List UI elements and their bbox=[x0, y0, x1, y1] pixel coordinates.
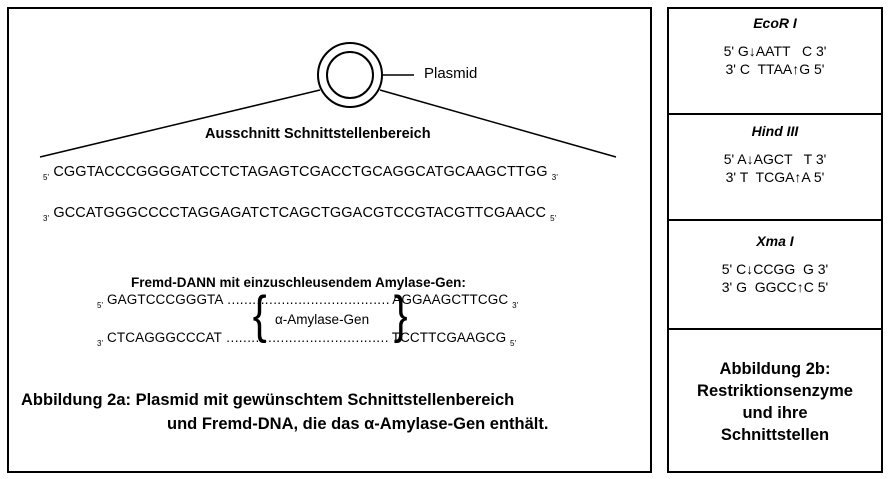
figure-2a-panel: Plasmid Ausschnitt Schnittstellenbereich… bbox=[7, 7, 652, 473]
plasmid-strand-bottom: 3' GCCATGGGCCCCTAGGAGATCTCAGCTGGACGTCCGT… bbox=[43, 205, 557, 223]
enzyme-name: Xma I bbox=[756, 233, 794, 249]
plasmid-label: Plasmid bbox=[424, 65, 478, 82]
gene-dots: ………………………………… bbox=[226, 292, 390, 307]
gene-label: α-Amylase-Gen bbox=[275, 312, 370, 327]
strand-end-label: 3' bbox=[551, 173, 558, 182]
caption-2a-line1: Abbildung 2a: Plasmid mit gewünschtem Sc… bbox=[21, 391, 515, 409]
cut-site-top: 5' G↓AATT C 3' bbox=[723, 43, 827, 59]
enzyme-name: EcoR I bbox=[753, 15, 797, 31]
caption-2b: Abbildung 2b: Restriktionsenzyme und ihr… bbox=[669, 358, 881, 446]
zoom-line-right bbox=[379, 89, 617, 158]
strand-end-label: 5' bbox=[550, 214, 557, 223]
plasmid-diagram bbox=[39, 42, 617, 158]
right-brace: } bbox=[393, 286, 408, 344]
strand-end-label: 3' bbox=[43, 214, 50, 223]
foreign-strand-bottom: 3' CTCAGGGCCCAT ………………………………… TCCTTCGAAG… bbox=[97, 330, 517, 348]
section-title: Ausschnitt Schnittstellenbereich bbox=[205, 126, 431, 142]
gene-dots: ………………………………… bbox=[225, 330, 389, 345]
strand-sequence: TCCTTCGAAGCG bbox=[391, 330, 507, 345]
caption-2b-line4: Schnittstellen bbox=[720, 426, 830, 444]
caption-2a-line2: und Fremd-DNA, die das α-Amylase-Gen ent… bbox=[167, 415, 549, 433]
strand-end-label: 3' bbox=[512, 301, 519, 310]
strand-end-label: 5' bbox=[43, 173, 50, 182]
enzyme-xmai: Xma I 5' C↓CCGG G 3' 3' G GGCC↑C 5' bbox=[669, 233, 881, 296]
plasmid-strand-top: 5' CGGTACCCGGGGATCCTCTAGAGTCGACCTGCAGGCA… bbox=[43, 164, 558, 182]
foreign-dna-title: Fremd-DANN mit einzuschleusendem Amylase… bbox=[131, 275, 466, 290]
strand-sequence: GAGTCCCGGGTA bbox=[107, 292, 223, 307]
caption-2b-line2: Restriktionsenzyme bbox=[697, 382, 853, 400]
caption-2b-line3: und ihre bbox=[742, 404, 808, 422]
strand-sequence: AGGAAGCTTCGC bbox=[392, 292, 509, 307]
figure-2b-panel: EcoR I 5' G↓AATT C 3' 3' C TTAA↑G 5' Hin… bbox=[667, 7, 883, 473]
cut-site-top: 5' C↓CCGG G 3' bbox=[721, 261, 829, 277]
divider bbox=[669, 219, 881, 221]
strand-end-label: 5' bbox=[97, 301, 104, 310]
cut-site-top: 5' A↓AGCT T 3' bbox=[723, 151, 827, 167]
left-brace: { bbox=[252, 286, 267, 344]
foreign-strand-top: 5' GAGTCCCGGGTA ………………………………… AGGAAGCTTC… bbox=[97, 292, 519, 310]
zoom-line-left bbox=[39, 89, 321, 158]
cut-site-bottom: 3' G GGCC↑C 5' bbox=[721, 279, 829, 295]
cut-site-bottom: 3' C TTAA↑G 5' bbox=[725, 61, 825, 77]
enzyme-hindiii: Hind III 5' A↓AGCT T 3' 3' T TCGA↑A 5' bbox=[669, 123, 881, 186]
enzyme-ecori: EcoR I 5' G↓AATT C 3' 3' C TTAA↑G 5' bbox=[669, 15, 881, 78]
strand-end-label: 3' bbox=[97, 339, 104, 348]
strand-end-label: 5' bbox=[510, 339, 517, 348]
divider bbox=[669, 328, 881, 330]
cut-site-bottom: 3' T TCGA↑A 5' bbox=[725, 169, 825, 185]
strand-sequence: CGGTACCCGGGGATCCTCTAGAGTCGACCTGCAGGCATGC… bbox=[53, 164, 548, 180]
strand-sequence: CTCAGGGCCCAT bbox=[107, 330, 222, 345]
caption-2b-line1: Abbildung 2b: bbox=[719, 360, 831, 378]
enzyme-name: Hind III bbox=[751, 123, 799, 139]
strand-sequence: GCCATGGGCCCCTAGGAGATCTCAGCTGGACGTCCGTACG… bbox=[53, 205, 547, 221]
divider bbox=[669, 113, 881, 115]
plasmid-inner-circle bbox=[326, 51, 374, 99]
